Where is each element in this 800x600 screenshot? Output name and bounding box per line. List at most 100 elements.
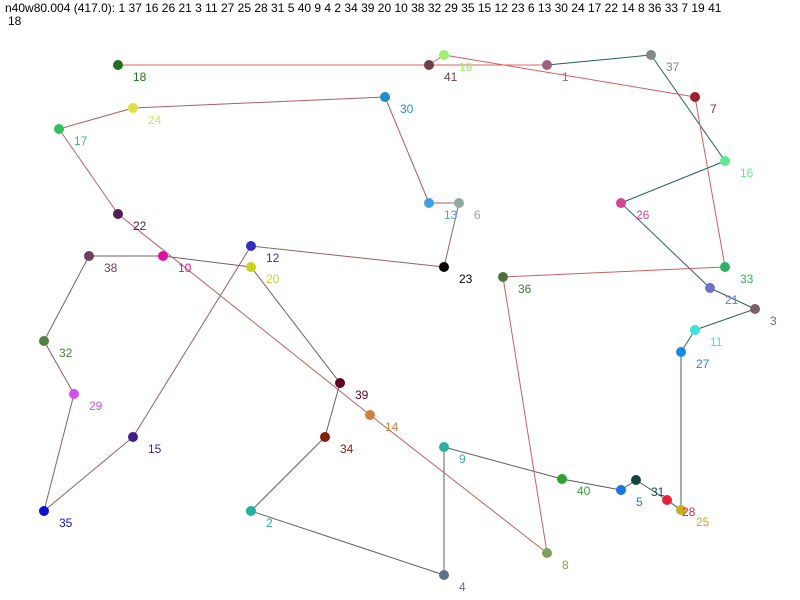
node-label-2: 2 (266, 516, 273, 530)
node-36 (498, 272, 508, 282)
edge-35-15 (43, 436, 134, 512)
edge-39-20 (250, 266, 341, 384)
node-label-30: 30 (400, 102, 414, 116)
node-9 (439, 442, 449, 452)
edge-29-35 (43, 393, 75, 512)
node-33 (720, 262, 730, 272)
node-label-36: 36 (518, 282, 532, 296)
edge-33-7 (694, 96, 726, 268)
node-label-25: 25 (696, 515, 710, 529)
node-label-10: 10 (178, 261, 192, 275)
tour-edges (43, 54, 756, 576)
edge-23-6 (443, 202, 460, 268)
node-18 (113, 60, 123, 70)
edge-3-11 (694, 308, 756, 331)
node-label-34: 34 (340, 442, 354, 456)
node-27 (676, 347, 686, 357)
node-34 (320, 432, 330, 442)
node-21 (705, 283, 715, 293)
node-label-28: 28 (682, 505, 696, 519)
node-7 (690, 92, 700, 102)
node-10 (158, 251, 168, 261)
node-35 (39, 506, 49, 516)
node-label-3: 3 (770, 314, 777, 328)
edge-15-12 (132, 245, 252, 438)
node-label-6: 6 (474, 208, 481, 222)
node-label-17: 17 (74, 134, 88, 148)
edge-4-2 (250, 510, 445, 576)
edge-32-29 (43, 340, 75, 395)
node-label-18: 18 (133, 70, 147, 84)
node-28 (662, 495, 672, 505)
node-label-35: 35 (59, 516, 73, 530)
edge-38-32 (43, 255, 90, 342)
node-label-31: 31 (651, 485, 665, 499)
edge-1-37 (546, 54, 652, 66)
node-30 (380, 92, 390, 102)
node-label-15: 15 (148, 442, 162, 456)
node-label-41: 41 (444, 70, 458, 84)
node-16 (720, 156, 730, 166)
edge-8-36 (502, 276, 548, 554)
edge-13-30 (384, 96, 430, 204)
node-label-29: 29 (89, 399, 103, 413)
node-label-7: 7 (710, 102, 717, 116)
node-label-38: 38 (104, 261, 118, 275)
node-label-1: 1 (562, 70, 569, 84)
node-2 (246, 506, 256, 516)
node-29 (69, 389, 79, 399)
node-32 (39, 336, 49, 346)
node-15 (128, 432, 138, 442)
node-label-4: 4 (459, 580, 466, 594)
node-26 (616, 198, 626, 208)
edge-22-14 (117, 213, 371, 416)
edge-40-9 (443, 446, 563, 480)
node-23 (439, 262, 449, 272)
instance-name: n40w80.004 (5, 1, 71, 15)
node-label-8: 8 (562, 558, 569, 572)
edge-37-16 (650, 54, 726, 162)
node-label-27: 27 (696, 357, 710, 371)
edge-36-33 (502, 266, 726, 278)
node-label-16: 16 (740, 166, 754, 180)
edge-5-40 (561, 478, 622, 491)
node-5 (616, 485, 626, 495)
tour-sequence: 1 37 16 26 21 3 11 27 25 28 31 5 40 9 4 … (118, 1, 722, 15)
edge-20-10 (162, 255, 252, 268)
node-3 (750, 304, 760, 314)
node-39 (335, 378, 345, 388)
node-25 (676, 505, 686, 515)
node-label-24: 24 (148, 113, 162, 127)
edge-14-8 (369, 414, 548, 554)
node-19 (439, 50, 449, 60)
node-41 (424, 60, 434, 70)
node-label-37: 37 (666, 60, 680, 74)
edge-26-21 (620, 202, 711, 289)
node-1 (542, 60, 552, 70)
node-label-40: 40 (577, 484, 591, 498)
edge-12-23 (250, 245, 445, 268)
node-11 (690, 325, 700, 335)
node-24 (128, 103, 138, 113)
node-label-21: 21 (725, 293, 739, 307)
node-label-22: 22 (133, 219, 147, 233)
node-label-5: 5 (636, 495, 643, 509)
node-12 (246, 241, 256, 251)
edge-7-19 (443, 54, 696, 98)
node-label-13: 13 (444, 208, 458, 222)
node-13 (424, 198, 434, 208)
edge-17-22 (58, 128, 119, 215)
node-20 (246, 262, 256, 272)
node-label-9: 9 (459, 452, 466, 466)
node-label-33: 33 (740, 272, 754, 286)
node-31 (631, 475, 641, 485)
edge-2-34 (250, 436, 326, 512)
node-37 (646, 50, 656, 60)
node-label-11: 11 (710, 335, 723, 349)
node-8 (542, 548, 552, 558)
edge-28-31 (635, 479, 668, 501)
node-38 (84, 251, 94, 261)
node-label-39: 39 (355, 388, 369, 402)
node-6 (454, 198, 464, 208)
